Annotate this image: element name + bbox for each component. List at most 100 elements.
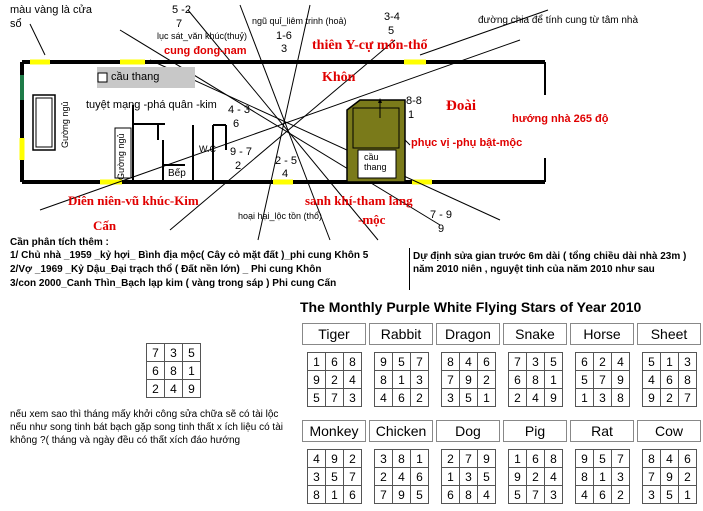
- label-can: Cấn: [93, 218, 117, 233]
- month-grid-cell: 2: [611, 485, 630, 504]
- year-grid-cell: 4: [164, 379, 183, 398]
- month-grid-cell: 2: [593, 352, 612, 371]
- question-text: nếu xem sao thì tháng mấy khởi công sửa …: [10, 409, 283, 446]
- month-grid-cell: 1: [508, 449, 527, 468]
- label-cau-thang: cầu thang: [111, 71, 160, 83]
- month-grid-cell: 8: [343, 352, 362, 371]
- month-grid-cell: 6: [343, 485, 362, 504]
- divider-note-line: [419, 9, 549, 56]
- month-grid-cell: 1: [575, 388, 594, 407]
- label-bep: Bếp: [168, 168, 186, 179]
- analysis-divider: [409, 248, 410, 290]
- month-header-sheet: Sheet: [637, 323, 701, 345]
- month-grid-cell: 2: [660, 388, 679, 407]
- label-97: 9 - 7: [230, 146, 253, 158]
- label-88: 8-8: [406, 95, 422, 107]
- month-header-monkey: Monkey: [302, 420, 366, 442]
- month-grid-cell: 6: [678, 449, 697, 468]
- label-3: 3: [281, 43, 288, 55]
- label-huong-nha: hướng nhà 265 độ: [512, 113, 609, 125]
- month-grid-cell: 2: [526, 467, 545, 486]
- month-grid-cell: 9: [307, 370, 326, 389]
- label-tuyet-mang: tuyệt mạng -phá quân -kim: [86, 99, 217, 111]
- month-grid-cell: 6: [441, 485, 460, 504]
- month-grid-cell: 1: [410, 449, 429, 468]
- label-9: 9: [438, 223, 445, 235]
- month-grid-cell: 4: [575, 485, 594, 504]
- year-grid-cell: 7: [146, 343, 165, 362]
- month-grid-cell: 9: [459, 370, 478, 389]
- year-grid-cell: 3: [164, 343, 183, 362]
- month-grid-cell: 5: [508, 485, 527, 504]
- month-header-dog: Dog: [436, 420, 500, 442]
- label-khon: Khôn: [322, 70, 356, 85]
- analysis-line1: 1/ Chủ nhà _1959 _kỷ hợi_ Bình địa mộc( …: [10, 250, 369, 261]
- month-grid-cell: 4: [307, 449, 326, 468]
- month-grid-cell: 6: [593, 485, 612, 504]
- month-header-horse: Horse: [570, 323, 634, 345]
- staircase-box: [97, 67, 195, 88]
- month-grid-cell: 7: [325, 388, 344, 407]
- month-grid-cell: 5: [575, 370, 594, 389]
- month-grid-cell: 7: [441, 370, 460, 389]
- month-grid-cell: 6: [325, 352, 344, 371]
- month-grid-cell: 7: [526, 485, 545, 504]
- month-grid-cell: 7: [611, 449, 630, 468]
- year-grid-cell: 8: [164, 361, 183, 380]
- month-grid-cell: 3: [374, 449, 393, 468]
- month-grid-cell: 1: [441, 467, 460, 486]
- month-grid-cell: 8: [307, 485, 326, 504]
- month-grid-cell: 7: [508, 352, 527, 371]
- month-grid-cell: 5: [325, 467, 344, 486]
- month-grid-cell: 2: [325, 370, 344, 389]
- label-doai: Đoài: [446, 98, 476, 114]
- label-dien-nien: Diên niên-vũ khúc-Kim: [68, 193, 199, 208]
- month-grid-cell: 7: [642, 467, 661, 486]
- month-grid-cell: 3: [642, 485, 661, 504]
- month-grid-cell: 6: [477, 352, 496, 371]
- month-grid-cell: 1: [392, 370, 411, 389]
- month-grid-cell: 6: [660, 370, 679, 389]
- bed-left: [32, 94, 56, 151]
- month-grid-cell: 2: [508, 388, 527, 407]
- month-grid-cell: 1: [477, 388, 496, 407]
- month-grid-cell: 5: [477, 467, 496, 486]
- window-label-line2: sổ: [10, 18, 22, 30]
- analysis-heading: Cần phân tích thêm :: [10, 237, 109, 248]
- month-grid-cell: 2: [477, 370, 496, 389]
- label-4: 4: [282, 168, 289, 180]
- month-grid-cell: 1: [593, 467, 612, 486]
- month-grid-cell: 9: [325, 449, 344, 468]
- label-1: 1: [408, 109, 415, 121]
